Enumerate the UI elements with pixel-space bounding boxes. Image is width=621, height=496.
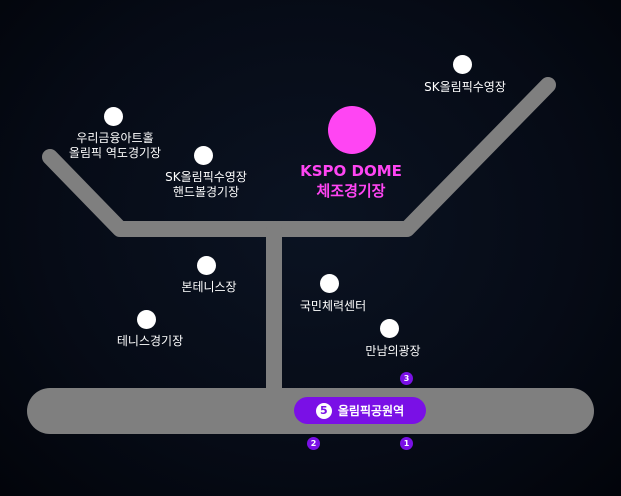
exit-2-badge[interactable]: 2	[307, 437, 320, 450]
main-tennis-name: 본테니스장	[181, 280, 237, 294]
tennis-label: 테니스경기장	[117, 334, 183, 349]
woori-art-hall-label: 우리금융아트홀 올림픽 역도경기장	[69, 131, 161, 161]
sk-handball-label: SK올림픽수영장 핸드볼경기장	[165, 170, 247, 200]
weightlifting-arena-name: 올림픽 역도경기장	[68, 146, 162, 160]
venue-dot	[136, 309, 156, 329]
venue-dot	[193, 145, 213, 165]
venue-dot	[103, 106, 123, 126]
sk-swimming-label: SK올림픽수영장	[424, 80, 506, 95]
venue-dot	[452, 54, 472, 74]
olympic-park-station[interactable]: 5 올림픽공원역	[294, 397, 426, 424]
exit-3-badge[interactable]: 3	[400, 372, 413, 385]
station-name: 올림픽공원역	[337, 404, 405, 418]
venue-dot	[196, 255, 216, 275]
upper-road	[42, 77, 556, 237]
sk-swimming-name: SK올림픽수영장	[424, 80, 506, 94]
exit-1-badge[interactable]: 1	[400, 437, 413, 450]
kspo-dome-label: KSPO DOME 체조경기장	[300, 161, 402, 201]
kspo-dome-name: KSPO DOME	[300, 162, 402, 180]
tennis-name: 테니스경기장	[116, 334, 184, 348]
handball-arena-name: 핸드볼경기장	[172, 185, 240, 199]
subway-line-5-icon: 5	[315, 402, 332, 419]
national-fitness-name: 국민체력센터	[299, 299, 367, 313]
sk-handball-name: SK올림픽수영장	[165, 170, 247, 184]
national-fitness-label: 국민체력센터	[300, 299, 366, 314]
venue-dot	[379, 318, 399, 338]
peace-plaza-label: 만남의광장	[365, 344, 420, 359]
main-tennis-label: 본테니스장	[181, 280, 236, 295]
peace-plaza-name: 만남의광장	[365, 344, 421, 358]
highlight-venue-dot	[328, 106, 376, 154]
woori-art-hall-name: 우리금융아트홀	[76, 131, 154, 145]
gymnastics-arena-name: 체조경기장	[316, 182, 386, 200]
venue-dot	[319, 273, 339, 293]
